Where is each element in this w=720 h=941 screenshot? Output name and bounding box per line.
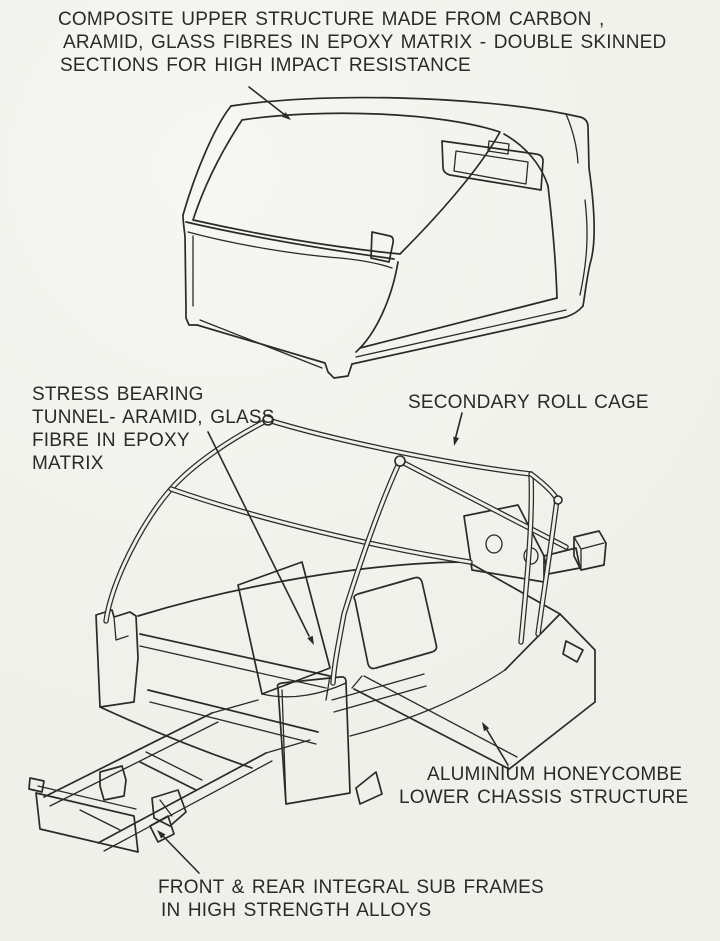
arrowhead-stress-tunnel (307, 635, 314, 645)
leader-honeycomb (486, 729, 509, 766)
label-line: IN HIGH STRENGTH ALLOYS (161, 900, 432, 921)
label-line: FRONT & REAR INTEGRAL SUB FRAMES (158, 877, 544, 898)
arrowhead-composite-upper (282, 112, 291, 120)
arrowhead-honeycomb (482, 722, 490, 732)
leader-composite-upper (248, 86, 286, 116)
label-line: SECTIONS FOR HIGH IMPACT RESISTANCE (60, 55, 471, 76)
label-line: MATRIX (32, 453, 104, 474)
label-line: ARAMID, GLASS FIBRES IN EPOXY MATRIX - D… (63, 32, 667, 53)
callout-leaders (157, 86, 509, 874)
lower-chassis-drawing (28, 414, 607, 853)
label-line: TUNNEL- ARAMID, GLASS (32, 407, 275, 428)
label-stress-bearing-tunnel: STRESS BEARING TUNNEL- ARAMID, GLASS FIB… (32, 383, 275, 475)
arrowhead-roll-cage (453, 436, 460, 446)
label-composite-upper-structure: COMPOSITE UPPER STRUCTURE MADE FROM CARB… (58, 8, 666, 77)
label-front-rear-sub-frames: FRONT & REAR INTEGRAL SUB FRAMES IN HIGH… (158, 876, 544, 922)
label-line: SECONDARY ROLL CAGE (408, 392, 649, 413)
secondary-roll-cage (103, 414, 569, 686)
stress-bearing-tunnel (276, 676, 383, 805)
leader-sub-frames (162, 835, 200, 874)
label-line: COMPOSITE UPPER STRUCTURE MADE FROM CARB… (58, 9, 605, 30)
label-line: LOWER CHASSIS STRUCTURE (399, 787, 689, 808)
leader-roll-cage (454, 412, 463, 441)
arrowhead-sub-frames (157, 830, 166, 839)
label-line: FIBRE IN EPOXY (32, 430, 190, 451)
upper-body-shell-drawing (182, 96, 595, 379)
leader-stress-tunnel (207, 431, 310, 637)
label-aluminium-honeycomb-chassis: ALUMINIUM HONEYCOMBE LOWER CHASSIS STRUC… (399, 763, 688, 809)
label-secondary-roll-cage: SECONDARY ROLL CAGE (408, 391, 649, 414)
front-sub-frame (28, 699, 311, 853)
label-line: STRESS BEARING (32, 384, 204, 405)
label-line: ALUMINIUM HONEYCOMBE (427, 764, 683, 785)
